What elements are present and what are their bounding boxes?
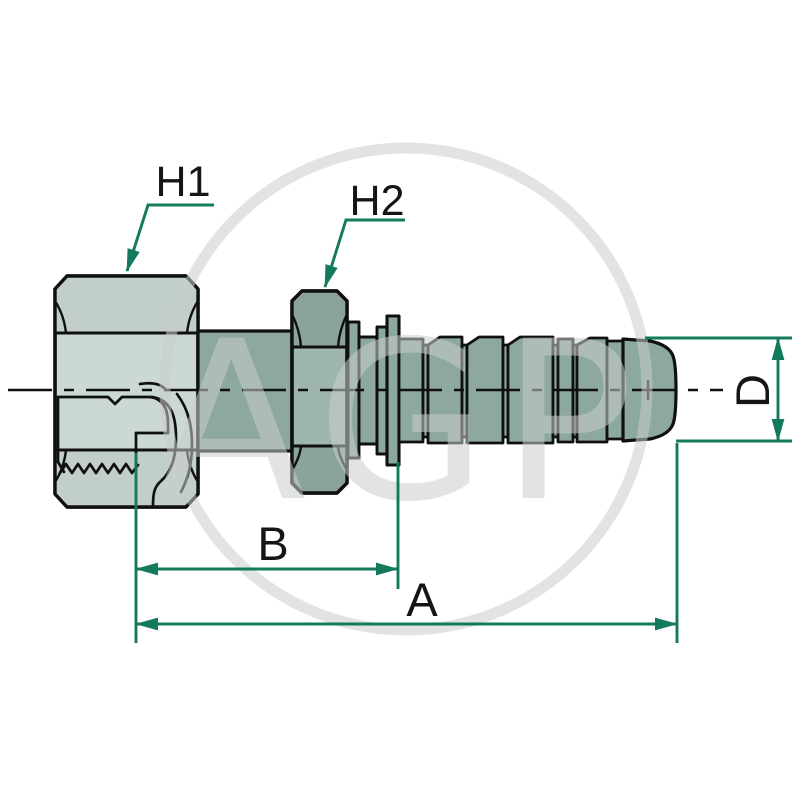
label-a: A	[406, 573, 438, 626]
label-h2: H2	[350, 177, 405, 225]
chamfer-arc	[290, 312, 303, 349]
label-d: D	[726, 374, 779, 408]
barb-segment	[426, 335, 464, 445]
chamfer-arc	[290, 444, 303, 472]
dim-h1-leader	[125, 203, 214, 273]
chamfer-arc	[53, 299, 68, 335]
label-b: B	[257, 517, 288, 570]
dim-h2-leader	[323, 218, 405, 289]
hex-body-h2	[290, 289, 349, 495]
dimensions	[125, 203, 792, 643]
chamfer-arc	[336, 312, 349, 349]
watermark-text: AGP	[156, 294, 648, 550]
chamfer-arc	[336, 444, 349, 472]
chamfer-arc	[185, 299, 200, 335]
barb-segment	[506, 335, 555, 445]
label-h1: H1	[156, 158, 211, 206]
